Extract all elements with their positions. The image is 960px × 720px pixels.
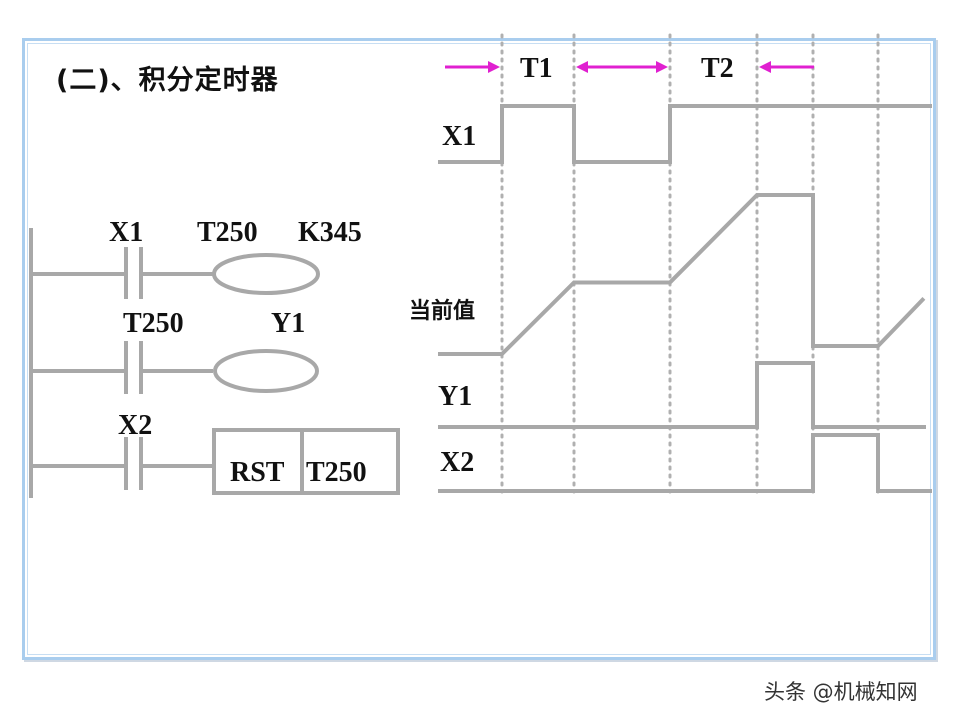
arrow-t1-left-head xyxy=(488,61,500,73)
rung-3-contact-label: X2 xyxy=(118,410,153,441)
signal-label-x2: X2 xyxy=(440,447,475,478)
waveform-current-value xyxy=(438,193,926,356)
rung-2-coil xyxy=(213,349,319,393)
interval-label-t2: T2 xyxy=(701,53,734,84)
slide-frame xyxy=(22,38,936,660)
waveform-x1 xyxy=(438,104,932,164)
rung-2-coil-label: Y1 xyxy=(271,308,306,339)
rung-2-contact-label: T250 xyxy=(123,308,184,339)
signal-label-x1: X1 xyxy=(442,121,477,152)
arrow-double-left-head xyxy=(576,61,588,73)
interval-label-t1: T1 xyxy=(520,53,553,84)
signal-label-y1: Y1 xyxy=(438,381,473,412)
waveform-x2 xyxy=(438,433,932,493)
rung-1-contact-label: X1 xyxy=(109,217,144,248)
waveform-y1 xyxy=(438,361,926,429)
rung-1-coil-param: K345 xyxy=(298,217,362,248)
rung-3-instruction: RST xyxy=(230,457,285,488)
rung-3-instruction-box xyxy=(212,428,400,495)
arrow-t2-right-head xyxy=(759,61,771,73)
watermark: 头条 @机械知网 xyxy=(764,680,918,704)
arrow-double-right-head xyxy=(656,61,668,73)
rung-3-operand: T250 xyxy=(306,457,367,488)
slide-frame-inner xyxy=(27,43,931,655)
slide-title: (二)、积分定时器 xyxy=(56,65,279,96)
rung-1-coil xyxy=(212,253,320,295)
rung-1-coil-label: T250 xyxy=(197,217,258,248)
signal-label-current-value: 当前值 xyxy=(409,299,476,324)
